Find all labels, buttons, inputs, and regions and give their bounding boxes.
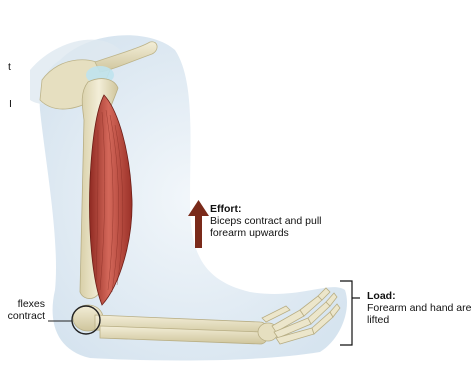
load-text-line-2: lifted [367, 314, 389, 326]
effort-text-line-2: forearm upwards [210, 227, 289, 239]
load-title: Load: [367, 290, 396, 302]
load-text-line-1: Forearm and hand are [367, 302, 471, 314]
cropped-label-fragment: t [8, 61, 11, 73]
flexor-label-line-2: contract [0, 310, 45, 322]
cropped-label-fragment: I [9, 98, 12, 110]
effort-text-line-1: Biceps contract and pull [210, 215, 321, 227]
flexor-label-line-1: flexes [0, 298, 45, 310]
effort-title: Effort: [210, 203, 242, 215]
